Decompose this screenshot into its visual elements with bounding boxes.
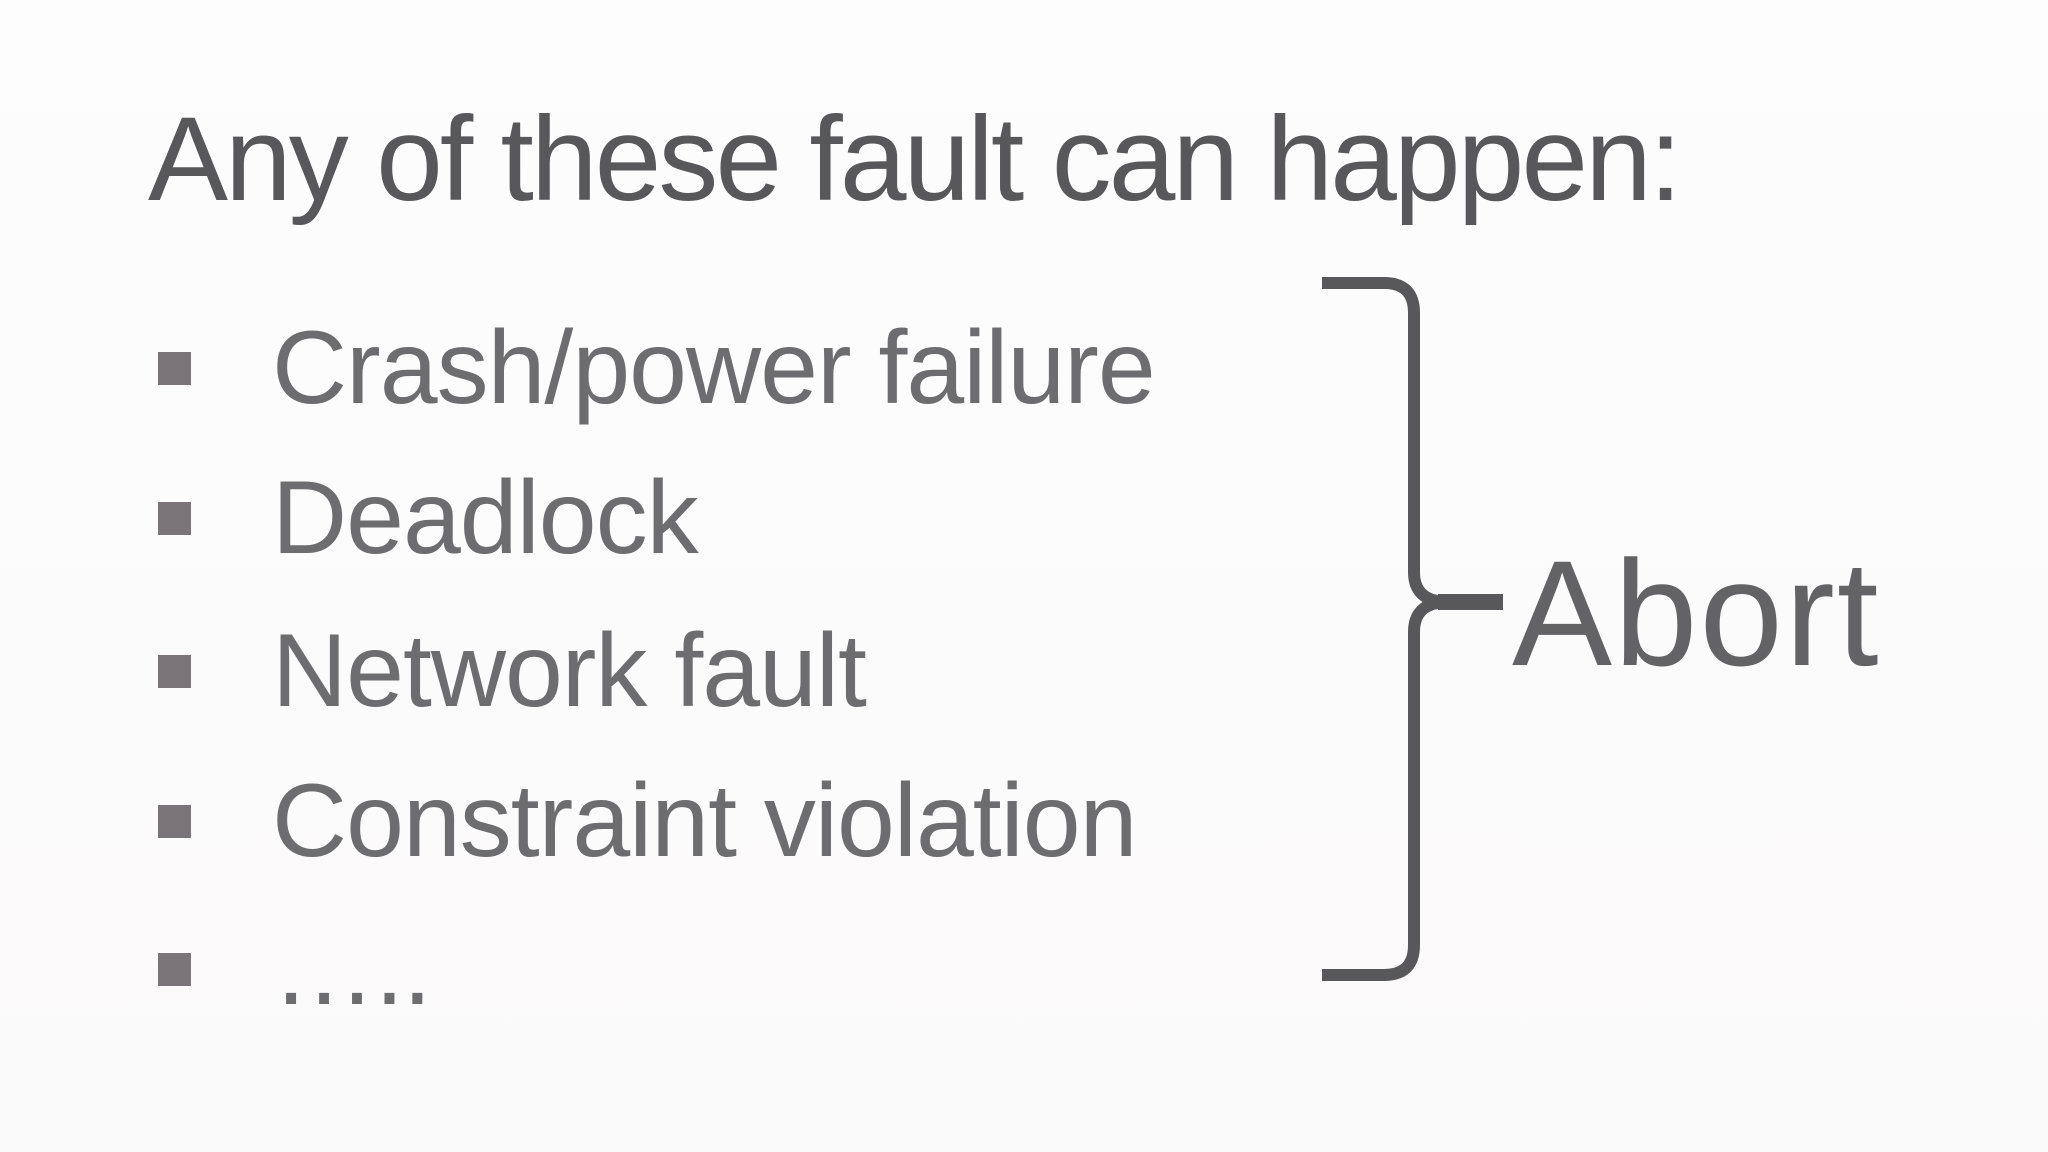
- square-bullet-icon: [158, 501, 191, 535]
- list-item: Network fault: [0, 596, 1400, 746]
- list-item: Constraint violation: [0, 746, 1400, 896]
- list-item: Deadlock: [0, 443, 1400, 593]
- brace-label: Abort: [1512, 529, 1881, 697]
- list-item: Crash/power failure: [0, 293, 1400, 443]
- curly-brace-path: [1322, 277, 1445, 981]
- square-bullet-icon: [158, 351, 191, 385]
- square-bullet-icon: [158, 952, 191, 986]
- list-item-label: Constraint violation: [272, 763, 1137, 879]
- right-curly-brace-icon: [1322, 277, 1503, 981]
- list-item-label: Network fault: [272, 613, 867, 729]
- square-bullet-icon: [158, 654, 191, 688]
- brace-group: [1310, 270, 1520, 990]
- list-item: …..: [0, 894, 1400, 1044]
- list-item-label: …..: [272, 911, 432, 1027]
- square-bullet-icon: [158, 804, 191, 838]
- list-item-label: Deadlock: [272, 460, 699, 576]
- slide-title: Any of these fault can happen:: [148, 92, 1682, 226]
- list-item-label: Crash/power failure: [272, 310, 1156, 426]
